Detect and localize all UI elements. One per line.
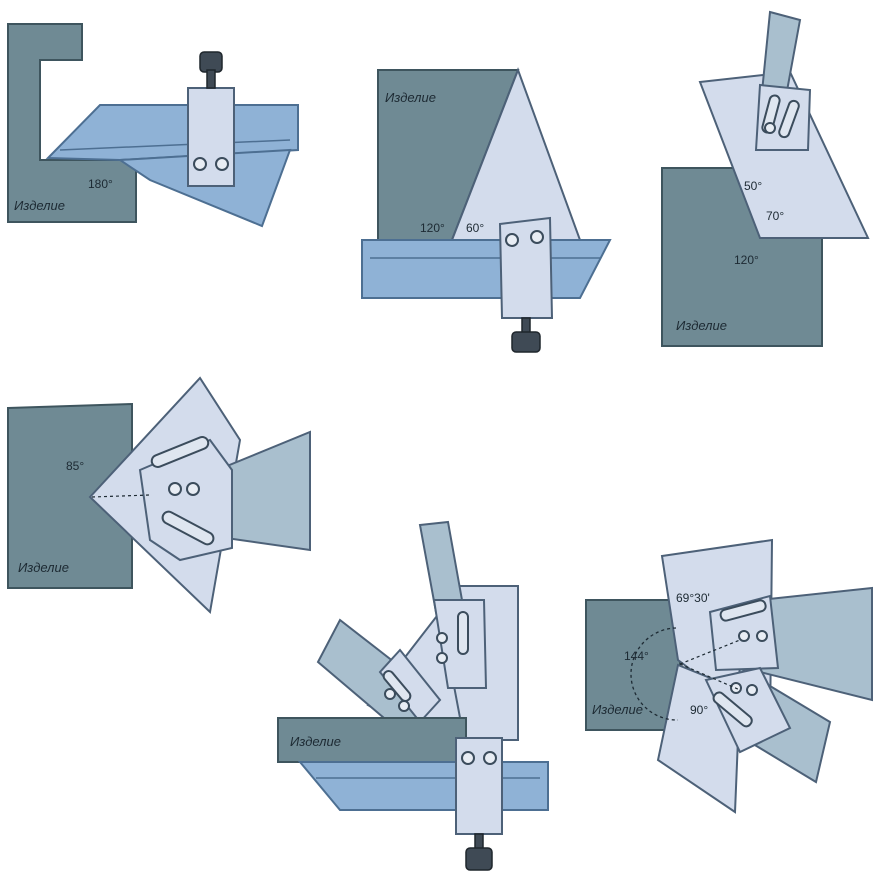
protractor-clamp: [187, 87, 235, 187]
workpiece: [585, 599, 681, 731]
protractor-clamp: [138, 438, 233, 562]
angle-label: 120°: [734, 253, 759, 267]
workpiece: [277, 717, 467, 763]
angle-label: 85°: [66, 459, 84, 473]
ruler-blade: [361, 239, 612, 299]
workpiece: [7, 23, 137, 223]
ruler-blade: [45, 104, 299, 162]
panel-4: 85° Изделие: [7, 376, 311, 615]
panel-3: 50° 70° 120° Изделие: [661, 10, 870, 347]
part-label: Изделие: [290, 734, 341, 749]
angle-label: 144°: [624, 649, 649, 663]
ruler-blade: [759, 586, 873, 702]
panel-2: Изделие 120° 60°: [361, 67, 612, 353]
ruler-blade: [297, 761, 549, 811]
part-label: Изделие: [18, 560, 69, 575]
panel-6: 69°30' 144° 90° Изделие: [585, 538, 873, 814]
angle-label: 50°: [744, 179, 762, 193]
angle-label: 120°: [420, 221, 445, 235]
workpiece: [7, 402, 133, 589]
angle-label: 69°30': [676, 591, 710, 605]
part-label: Изделие: [14, 198, 65, 213]
panel-1: 180° Изделие: [7, 23, 299, 228]
lock-knob-icon: [511, 331, 541, 353]
part-label: Изделие: [385, 90, 436, 105]
bevel-blade: [698, 70, 870, 239]
angle-label: 90°: [690, 703, 708, 717]
protractor-clamp: [498, 216, 554, 319]
clamp-screw: [215, 157, 229, 171]
protractor-clamp: [704, 666, 792, 754]
part-label: Изделие: [592, 702, 643, 717]
panel-5: Изделие: [277, 520, 549, 871]
clamp-screw: [505, 233, 519, 247]
clamp-screw: [530, 230, 544, 244]
workpiece: [661, 167, 823, 347]
part-label: Изделие: [676, 318, 727, 333]
protractor-clamp: [455, 737, 503, 835]
arm-blade: [418, 520, 464, 614]
angle-label: 60°: [466, 221, 484, 235]
angle-label: 180°: [88, 177, 113, 191]
angle-label: 70°: [766, 209, 784, 223]
clamp-screw: [193, 157, 207, 171]
lock-knob-icon: [199, 51, 223, 73]
lock-knob-icon: [465, 847, 493, 871]
